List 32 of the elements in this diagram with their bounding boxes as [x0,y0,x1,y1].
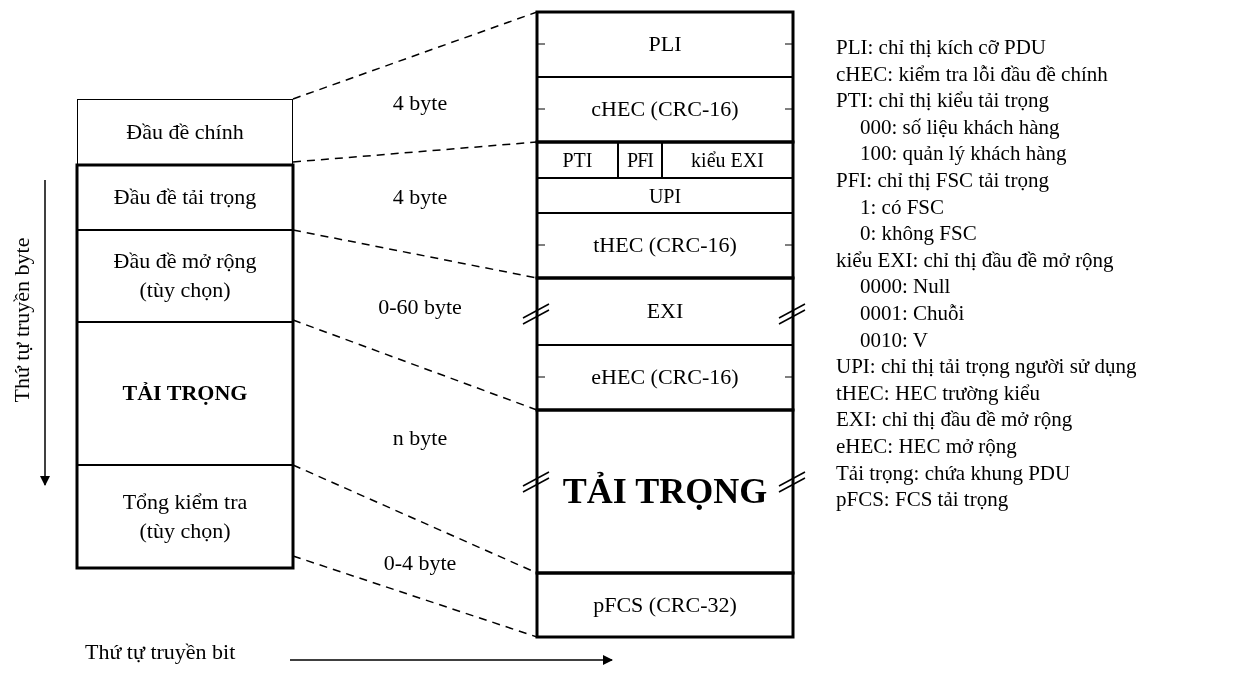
note-text: pFCS: FCS tải trọng [836,486,1009,512]
note-text: cHEC: kiểm tra lỗi đầu đề chính [836,61,1108,87]
axis-label: Thứ tự truyền bit [85,639,236,665]
field-cell: PTI [537,142,618,178]
note-text: PFI: chỉ thị FSC tải trọng [836,167,1049,193]
note-text: PTI: chỉ thị kiểu tải trọng [836,87,1049,113]
field-box: Đầu đề chính [77,99,293,165]
note-text: eHEC: HEC mở rộng [836,433,1017,459]
axis-label: Thứ tự truyền byte [9,237,35,403]
note-text: UPI: chỉ thị tải trọng người sử dụng [836,353,1137,379]
note-text: PLI: chỉ thị kích cỡ PDU [836,34,1046,60]
note-text: 0000: Null [860,273,951,299]
size-label: 0-60 byte [378,294,462,320]
field-cell: kiểu EXI [662,142,793,178]
note-text: 1: có FSC [860,194,945,220]
field-box: Đầu đề mở rộng (tùy chọn) [77,230,293,322]
note-text: 0001: Chuỗi [860,300,965,326]
note-text: 0010: V [860,327,928,353]
note-text: 0: không FSC [860,220,977,246]
size-label: 4 byte [392,184,448,210]
note-text: 100: quản lý khách hàng [860,140,1067,166]
field-box: TẢI TRỌNG [77,322,293,465]
size-label: n byte [392,425,448,451]
note-text: Tải trọng: chứa khung PDU [836,460,1071,486]
note-text: EXI: chỉ thị đầu đề mở rộng [836,406,1073,432]
note-text: kiểu EXI: chỉ thị đầu đề mở rộng [836,247,1114,273]
note-text: 000: số liệu khách hàng [860,114,1060,140]
note-text: tHEC: HEC trường kiểu [836,380,1040,406]
field-box: UPI [537,178,793,213]
size-label: 0-4 byte [383,550,457,576]
size-label: 4 byte [392,90,448,116]
field-cell: PFI [618,142,662,178]
